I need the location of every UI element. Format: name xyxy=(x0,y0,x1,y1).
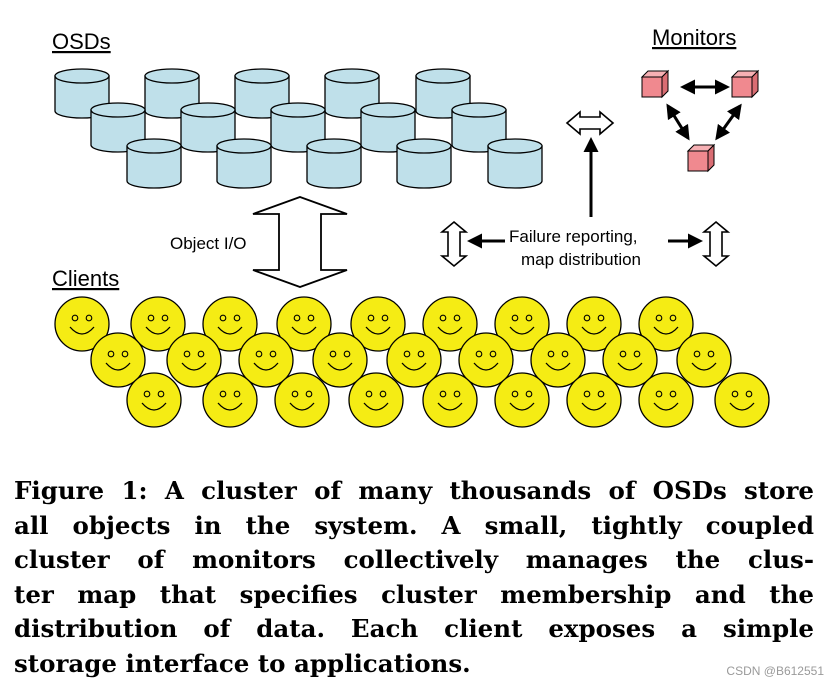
client-smiley-face-icon xyxy=(202,296,258,352)
osd-cylinder-disk-icon xyxy=(144,68,200,119)
client-smiley-face-icon xyxy=(274,372,330,428)
client-group xyxy=(54,296,770,428)
monitor-cluster xyxy=(640,69,760,173)
caption-line: cluster of monitors collectively manages… xyxy=(14,545,814,574)
osd-cylinder-disk-icon xyxy=(54,68,110,119)
monitor-link-hollow-arrow xyxy=(565,110,615,136)
failure-reporting-label-line2: map distribution xyxy=(521,250,641,269)
monitor-arrow-right xyxy=(715,103,742,141)
client-smiley-face-icon xyxy=(676,332,732,388)
osd-cylinder-disk-icon xyxy=(396,138,452,189)
monitor-cube-icon xyxy=(686,143,716,173)
client-smiley-face-icon xyxy=(458,332,514,388)
osd-cylinder-disk-icon xyxy=(487,138,543,189)
monitor-cube-icon xyxy=(730,69,760,99)
client-smiley-face-icon xyxy=(494,296,550,352)
caption-line: all objects in the system. A small, tigh… xyxy=(14,510,814,540)
client-smiley-face-icon xyxy=(638,372,694,428)
client-smiley-face-icon xyxy=(602,332,658,388)
ceph-architecture-diagram: OSDs Monitors Clients Object I/O Failure… xyxy=(52,25,770,428)
monitors-label: Monitors xyxy=(652,25,736,50)
clients-label: Clients xyxy=(52,266,119,291)
client-smiley-face-icon xyxy=(422,372,478,428)
client-smiley-face-icon xyxy=(530,332,586,388)
figure-caption: Figure 1: A cluster of many thousands of… xyxy=(14,474,814,681)
client-smiley-face-icon xyxy=(566,372,622,428)
caption-line: ter map that specifies cluster membershi… xyxy=(14,579,814,609)
client-smiley-face-icon xyxy=(276,296,332,352)
client-smiley-face-icon xyxy=(350,296,406,352)
osd-cylinder-disk-icon xyxy=(306,138,362,189)
client-smiley-face-icon xyxy=(566,296,622,352)
caption-line: storage interface to applications. xyxy=(14,648,471,678)
client-smiley-face-icon xyxy=(54,296,110,352)
osd-cylinder-disk-icon xyxy=(126,138,182,189)
client-side-hollow-arrow xyxy=(701,220,731,268)
caption-line: Figure 1: A cluster of many thousands of… xyxy=(14,476,814,505)
client-smiley-face-icon xyxy=(130,296,186,352)
client-smiley-face-icon xyxy=(166,332,222,388)
client-smiley-face-icon xyxy=(202,372,258,428)
client-smiley-face-icon xyxy=(714,372,770,428)
watermark: CSDN @B612551 xyxy=(726,664,824,678)
osd-side-hollow-arrow xyxy=(439,220,469,268)
client-smiley-face-icon xyxy=(422,296,478,352)
client-smiley-face-icon xyxy=(348,372,404,428)
monitor-arrow-left xyxy=(666,103,690,141)
osd-cylinder-disk-icon xyxy=(216,138,272,189)
caption-line: distribution of data. Each client expose… xyxy=(14,614,814,643)
osd-cluster xyxy=(54,68,543,189)
osds-label: OSDs xyxy=(52,29,111,54)
client-smiley-face-icon xyxy=(126,372,182,428)
client-smiley-face-icon xyxy=(494,372,550,428)
client-smiley-face-icon xyxy=(312,332,368,388)
client-smiley-face-icon xyxy=(386,332,442,388)
monitor-cube-icon xyxy=(640,69,670,99)
failure-reporting-label-line1: Failure reporting, xyxy=(509,227,638,246)
client-smiley-face-icon xyxy=(90,332,146,388)
object-io-double-arrow xyxy=(252,196,348,288)
object-io-label: Object I/O xyxy=(170,234,247,253)
client-smiley-face-icon xyxy=(638,296,694,352)
client-smiley-face-icon xyxy=(238,332,294,388)
